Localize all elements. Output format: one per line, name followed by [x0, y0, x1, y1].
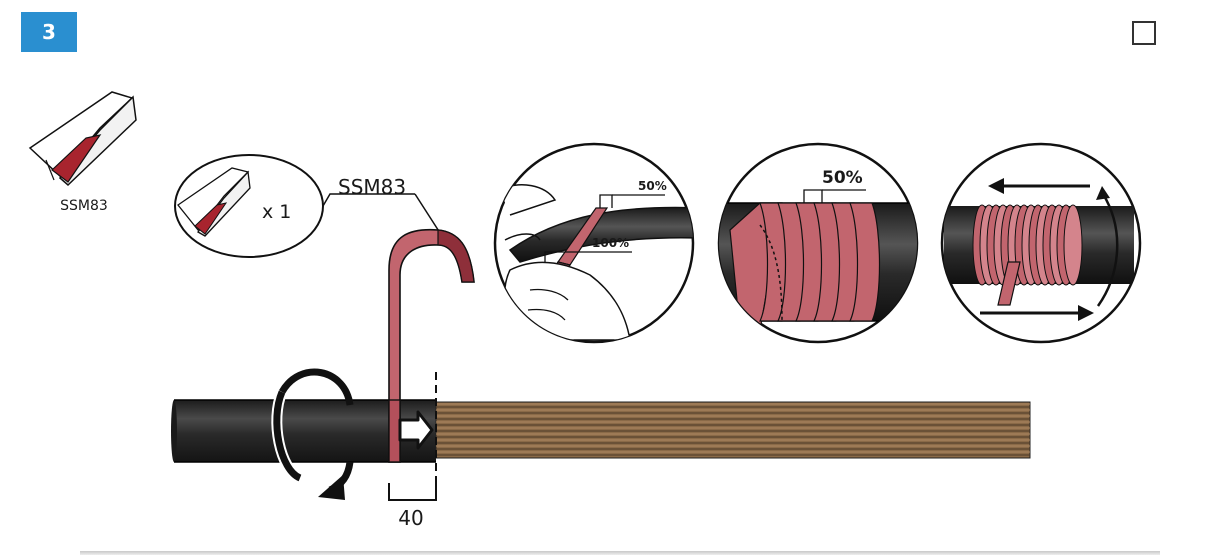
- rotate-arrow-icon: [271, 368, 354, 500]
- rotate-arrow-icon: [1096, 186, 1119, 307]
- overlap-label-top: 50%: [638, 179, 667, 193]
- product-code-label: SSM83: [60, 198, 108, 214]
- kit-bubble: x 1: [174, 154, 324, 258]
- tape-strip: [388, 228, 475, 463]
- callout-label: SSM83: [338, 175, 406, 199]
- overlap-label-bottom: 100%: [592, 236, 629, 250]
- detail-wrap-layers: [940, 142, 1142, 344]
- dimension-bracket: [388, 483, 437, 501]
- direction-arrow-icon: [988, 178, 1090, 194]
- step-done-checkbox[interactable]: [1132, 21, 1156, 45]
- detail-wrap-start: 50% 100%: [493, 142, 695, 344]
- overlap-label: 50%: [822, 168, 863, 188]
- section-divider: [80, 551, 1160, 555]
- callout-leader: [322, 193, 415, 207]
- tape-roll-icon: [177, 167, 251, 237]
- step-number-badge: 3: [21, 12, 77, 52]
- direction-arrow-icon: [980, 305, 1094, 321]
- callout-pointer-line: [414, 193, 443, 237]
- kit-quantity-label: x 1: [262, 201, 291, 223]
- cable-conductors: [435, 401, 1031, 459]
- tape-roll-icon: [28, 91, 137, 187]
- push-arrow-icon: [398, 410, 434, 450]
- dimension-value: 40: [398, 506, 423, 530]
- detail-wrap-overlap: 50%: [717, 142, 919, 344]
